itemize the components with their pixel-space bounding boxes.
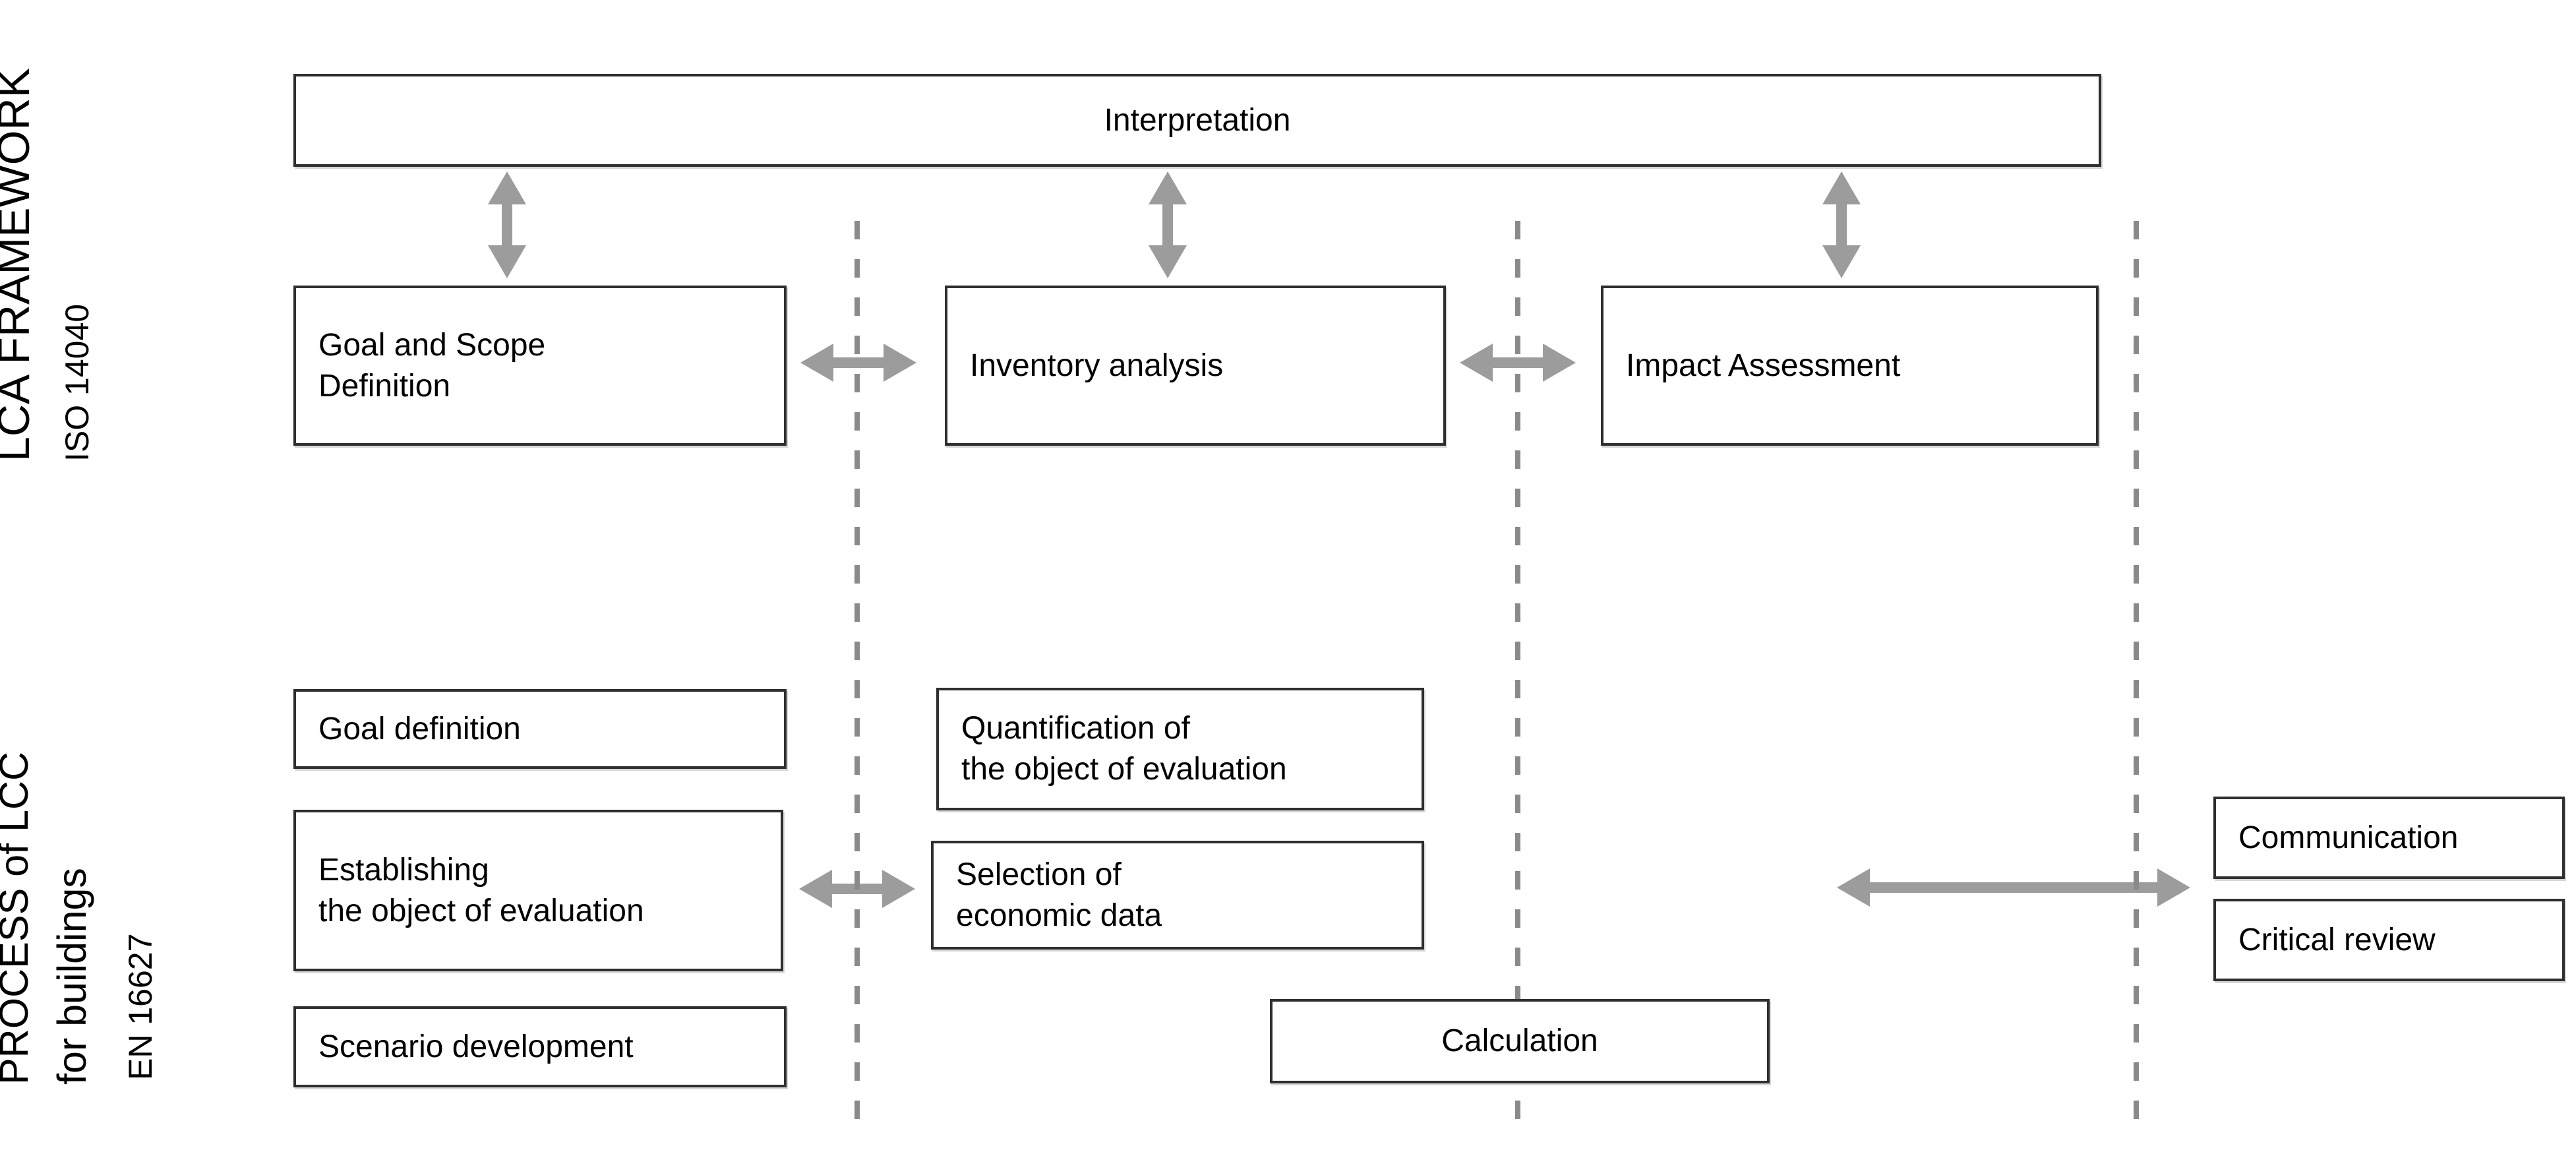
- establishing-object-box: Establishing the object of evaluation: [293, 810, 783, 971]
- communication-label: Communication: [2238, 820, 2459, 855]
- interpretation-box: Interpretation: [293, 74, 2101, 167]
- quantification-label-line1: Quantification of: [961, 711, 1190, 746]
- en-16627-label: EN 16627: [122, 933, 159, 1080]
- goal-and-scope-definition-box: Goal and Scope Definition: [293, 286, 787, 446]
- goal-definition-box: Goal definition: [293, 689, 787, 769]
- lca-framework-label: LCA FRAMEWORK: [0, 68, 39, 462]
- scenario-development-label: Scenario development: [318, 1029, 634, 1064]
- dashed-divider-3: [2134, 221, 2139, 1137]
- double-arrow-vertical-goal-scope-icon: [488, 171, 526, 278]
- inventory-analysis-label: Inventory analysis: [970, 348, 1224, 383]
- for-buildings-label: for buildings: [49, 868, 94, 1085]
- goal-scope-label-line1: Goal and Scope: [318, 327, 546, 363]
- process-of-lcc-label: PROCESS of LCC: [0, 751, 36, 1085]
- selection-label-line2: economic data: [956, 897, 1162, 933]
- selection-label-line1: Selection of: [956, 857, 1122, 892]
- establishing-label-line1: Establishing: [318, 852, 489, 888]
- impact-assessment-label: Impact Assessment: [1626, 348, 1901, 383]
- double-arrow-vertical-inventory-icon: [1149, 171, 1187, 278]
- critical-review-box: Critical review: [2213, 899, 2565, 981]
- calculation-label: Calculation: [1441, 1023, 1598, 1058]
- impact-assessment-box: Impact Assessment: [1601, 286, 2099, 446]
- double-arrow-vertical-impact-icon: [1822, 171, 1861, 278]
- inventory-analysis-box: Inventory analysis: [945, 286, 1446, 446]
- goal-definition-label: Goal definition: [318, 711, 521, 746]
- calculation-box: Calculation: [1270, 999, 1770, 1083]
- critical-review-label: Critical review: [2238, 922, 2436, 957]
- dashed-divider-1: [854, 221, 860, 1137]
- double-arrow-communication-icon: [1837, 868, 2190, 907]
- selection-economic-data-box: Selection of economic data: [931, 841, 1424, 950]
- iso-14040-label: ISO 14040: [59, 303, 96, 462]
- scenario-development-box: Scenario development: [293, 1006, 787, 1087]
- quantification-label-line2: the object of evaluation: [961, 752, 1287, 787]
- interpretation-label: Interpretation: [1104, 102, 1291, 138]
- goal-scope-label-line2: Definition: [318, 368, 451, 404]
- communication-box: Communication: [2213, 797, 2565, 879]
- dashed-divider-2: [1515, 221, 1520, 1137]
- quantification-box: Quantification of the object of evaluati…: [936, 688, 1424, 810]
- establishing-label-line2: the object of evaluation: [318, 893, 644, 928]
